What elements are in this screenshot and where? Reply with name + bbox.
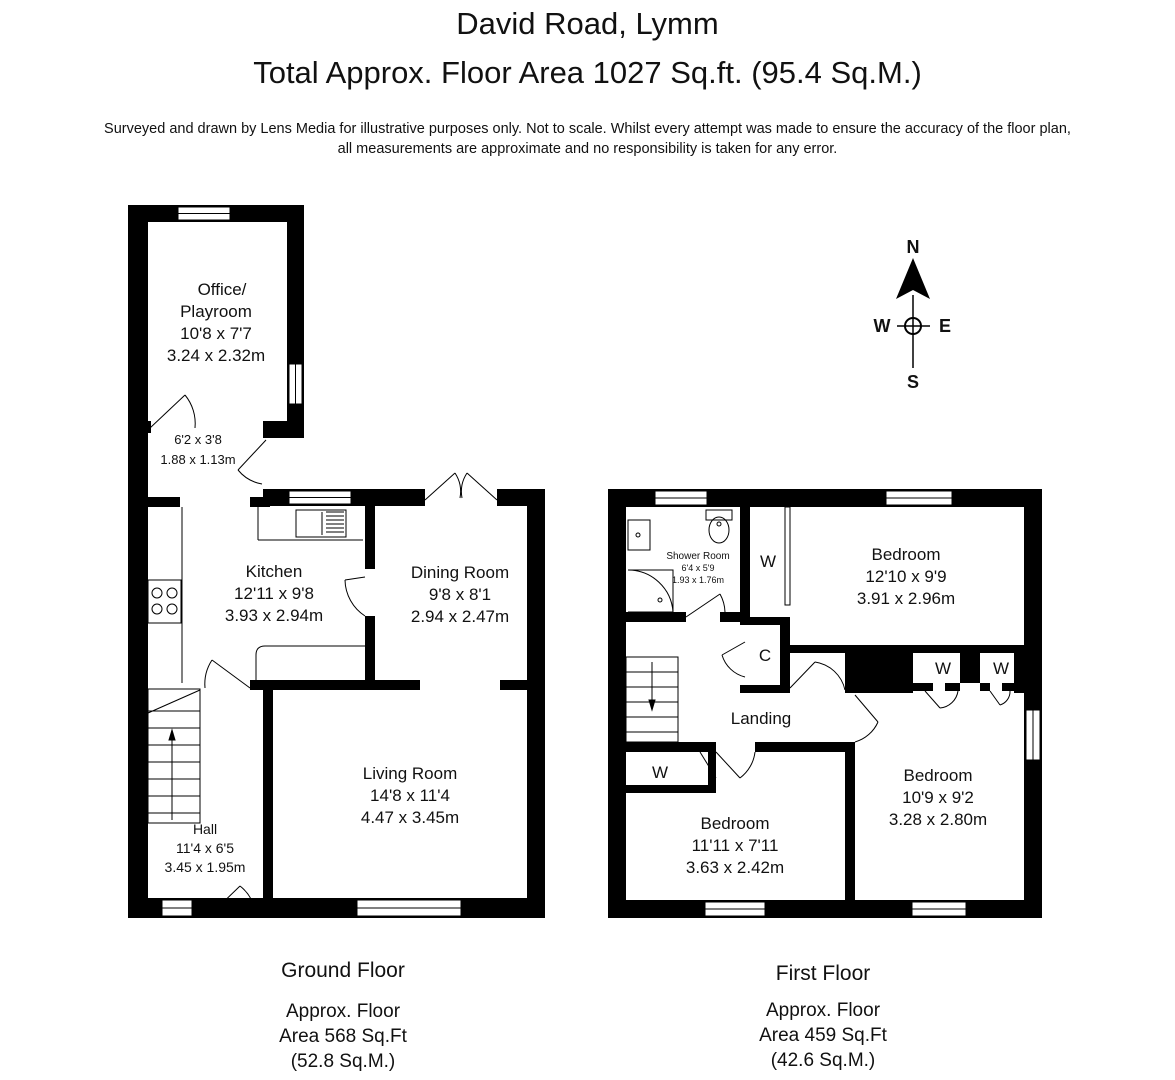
- office-imperial: 10'8 x 7'7: [180, 324, 252, 343]
- bedroom3-imperial: 11'11 x 7'11: [692, 836, 779, 855]
- hob: [147, 579, 182, 624]
- ground-floor-plan: Office/ Playroom 10'8 x 7'7 3.24 x 2.32m…: [128, 205, 545, 1072]
- ground-floor-windows: [161, 206, 462, 917]
- ground-floor-labels: Office/ Playroom 10'8 x 7'7 3.24 x 2.32m…: [160, 280, 509, 875]
- first-floor-area-2: Area 459 Sq.Ft: [759, 1025, 888, 1046]
- landing-label: Landing: [731, 709, 792, 728]
- shower-name: Shower Room: [666, 551, 729, 562]
- lobby-imperial: 6'2 x 3'8: [174, 432, 222, 447]
- living-name: Living Room: [363, 764, 458, 783]
- first-floor-windows: [654, 490, 1041, 917]
- shower-imperial: 6'4 x 5'9: [682, 563, 715, 573]
- compass-north: N: [907, 237, 920, 257]
- ground-floor-caption: Ground Floor Approx. Floor Area 568 Sq.F…: [279, 959, 408, 1072]
- ground-floor-label: Ground Floor: [281, 959, 405, 982]
- ground-floor-area-1: Approx. Floor: [286, 1001, 401, 1022]
- first-floor-plan: Shower Room 6'4 x 5'9 1.93 x 1.76m W Bed…: [608, 489, 1042, 1071]
- sink: [295, 509, 347, 538]
- first-floor-caption: First Floor Approx. Floor Area 459 Sq.Ft…: [759, 962, 888, 1071]
- ground-floor-area-2: Area 568 Sq.Ft: [279, 1026, 408, 1047]
- office-name-2: Playroom: [180, 302, 252, 321]
- bedroom3-metric: 3.63 x 2.42m: [686, 858, 784, 877]
- compass-south: S: [907, 372, 919, 392]
- wardrobe-1-label: W: [760, 552, 776, 571]
- dining-metric: 2.94 x 2.47m: [411, 607, 509, 626]
- bedroom2-metric: 3.28 x 2.80m: [889, 810, 987, 829]
- ground-floor-stairs: [147, 688, 201, 824]
- kitchen-imperial: 12'11 x 9'8: [234, 584, 314, 603]
- total-area-subtitle: Total Approx. Floor Area 1027 Sq.ft. (95…: [253, 55, 922, 90]
- bedroom3-name: Bedroom: [701, 814, 770, 833]
- kitchen-fittings: [147, 507, 365, 683]
- wardrobe-2-label: W: [935, 659, 951, 678]
- disclaimer-line-1: Surveyed and drawn by Lens Media for ill…: [104, 121, 1071, 137]
- cupboard-label: C: [759, 646, 771, 665]
- kitchen-name: Kitchen: [246, 562, 303, 581]
- living-imperial: 14'8 x 11'4: [370, 786, 450, 805]
- first-floor-label: First Floor: [776, 962, 871, 985]
- disclaimer: Surveyed and drawn by Lens Media for ill…: [0, 119, 1175, 159]
- dining-name: Dining Room: [411, 563, 509, 582]
- kitchen-metric: 3.93 x 2.94m: [225, 606, 323, 625]
- first-floor-area-3: (42.6 Sq.M.): [771, 1050, 876, 1071]
- bedroom2-name: Bedroom: [904, 766, 973, 785]
- bedroom2-imperial: 10'9 x 9'2: [902, 788, 974, 807]
- first-floor-doors: [685, 593, 1011, 779]
- lobby-metric: 1.88 x 1.13m: [160, 452, 235, 467]
- plan-title: David Road, Lymm: [456, 6, 719, 41]
- bathroom-fittings: [627, 509, 733, 613]
- hall-imperial: 11'4 x 6'5: [176, 840, 234, 856]
- wardrobe-4-label: W: [652, 763, 668, 782]
- hall-name: Hall: [193, 821, 217, 837]
- compass-west: W: [874, 316, 891, 336]
- ground-floor-doors: [149, 394, 498, 916]
- compass-icon: N S E W: [874, 237, 952, 392]
- office-metric: 3.24 x 2.32m: [167, 346, 265, 365]
- disclaimer-line-2: all measurements are approximate and no …: [337, 141, 838, 157]
- first-floor-stairs: [625, 656, 679, 743]
- hall-metric: 3.45 x 1.95m: [165, 859, 246, 875]
- wardrobe-3-label: W: [993, 659, 1009, 678]
- first-floor-area-1: Approx. Floor: [766, 1000, 881, 1021]
- bedroom1-imperial: 12'10 x 9'9: [865, 567, 946, 586]
- compass-east: E: [939, 316, 951, 336]
- first-floor-labels: Shower Room 6'4 x 5'9 1.93 x 1.76m W Bed…: [652, 545, 1009, 877]
- living-metric: 4.47 x 3.45m: [361, 808, 459, 827]
- dining-imperial: 9'8 x 8'1: [429, 585, 491, 604]
- shower-metric: 1.93 x 1.76m: [672, 575, 724, 585]
- office-name-1: Office/: [198, 280, 247, 299]
- bedroom1-name: Bedroom: [872, 545, 941, 564]
- ground-floor-area-3: (52.8 Sq.M.): [291, 1051, 396, 1072]
- bedroom1-metric: 3.91 x 2.96m: [857, 589, 955, 608]
